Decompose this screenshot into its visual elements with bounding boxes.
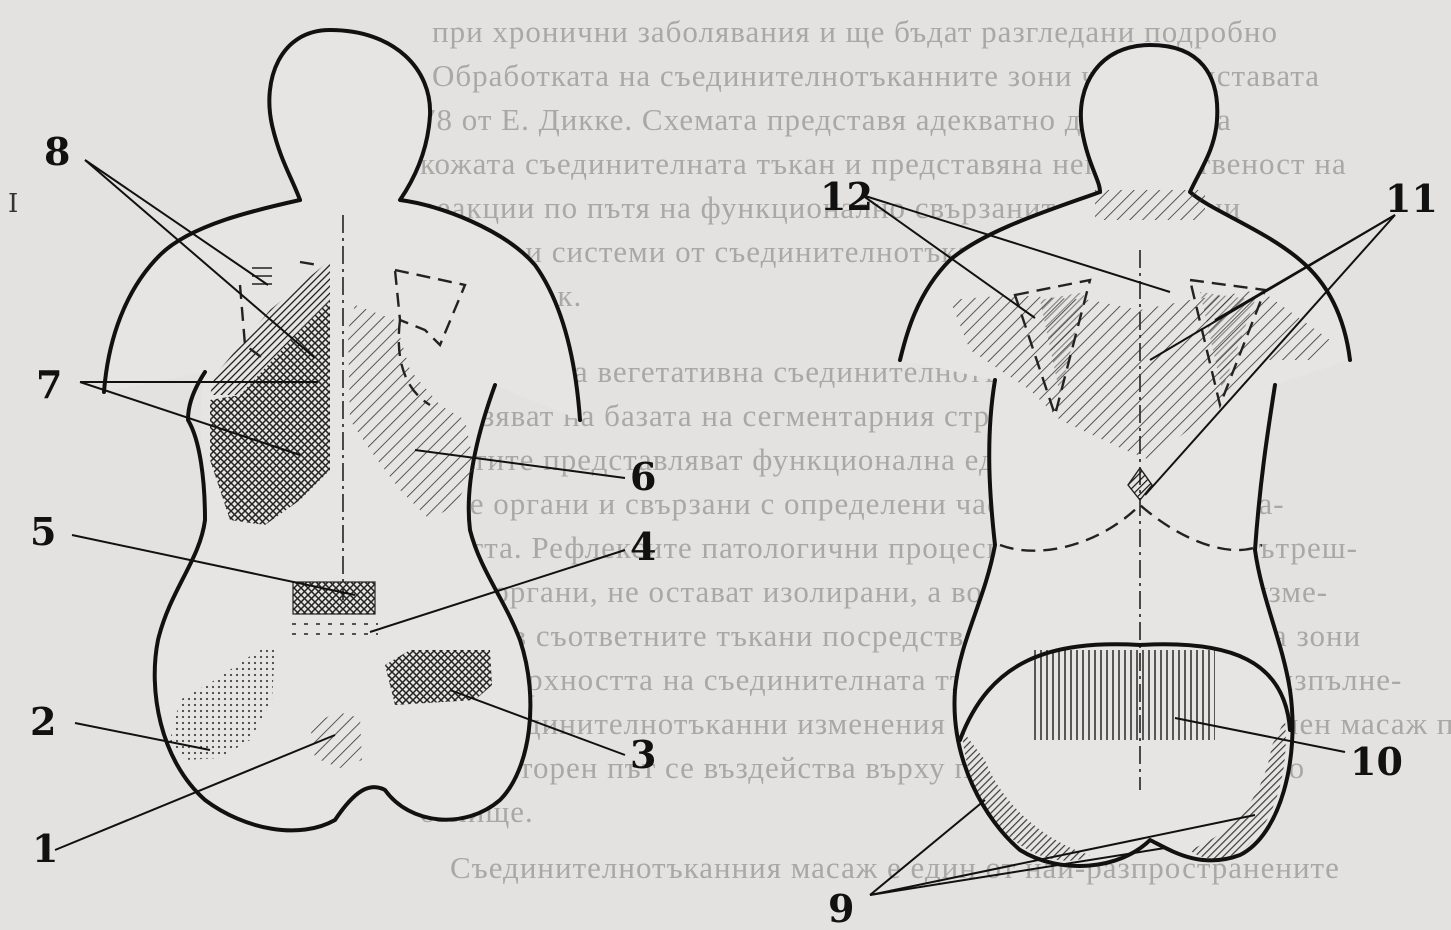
zone-10-shading	[1030, 650, 1215, 740]
label-10: 10	[1350, 739, 1403, 784]
label-4: 4	[630, 524, 656, 569]
margin-mark: I	[8, 189, 18, 219]
label-11: 11	[1385, 176, 1438, 221]
label-5: 5	[30, 509, 56, 554]
background-text: при хронични заболявания и ще бъдат разг…	[420, 14, 1451, 885]
label-8: 8	[44, 129, 70, 174]
zone-3-shading	[385, 650, 492, 705]
label-9: 9	[828, 886, 854, 930]
label-1: 1	[32, 826, 58, 871]
label-3: 3	[630, 732, 656, 777]
zone-12-neck-shading	[1095, 190, 1205, 220]
label-6: 6	[630, 454, 656, 499]
zone-5-shading	[293, 582, 375, 614]
label-7: 7	[36, 362, 62, 407]
label-2: 2	[30, 699, 56, 744]
